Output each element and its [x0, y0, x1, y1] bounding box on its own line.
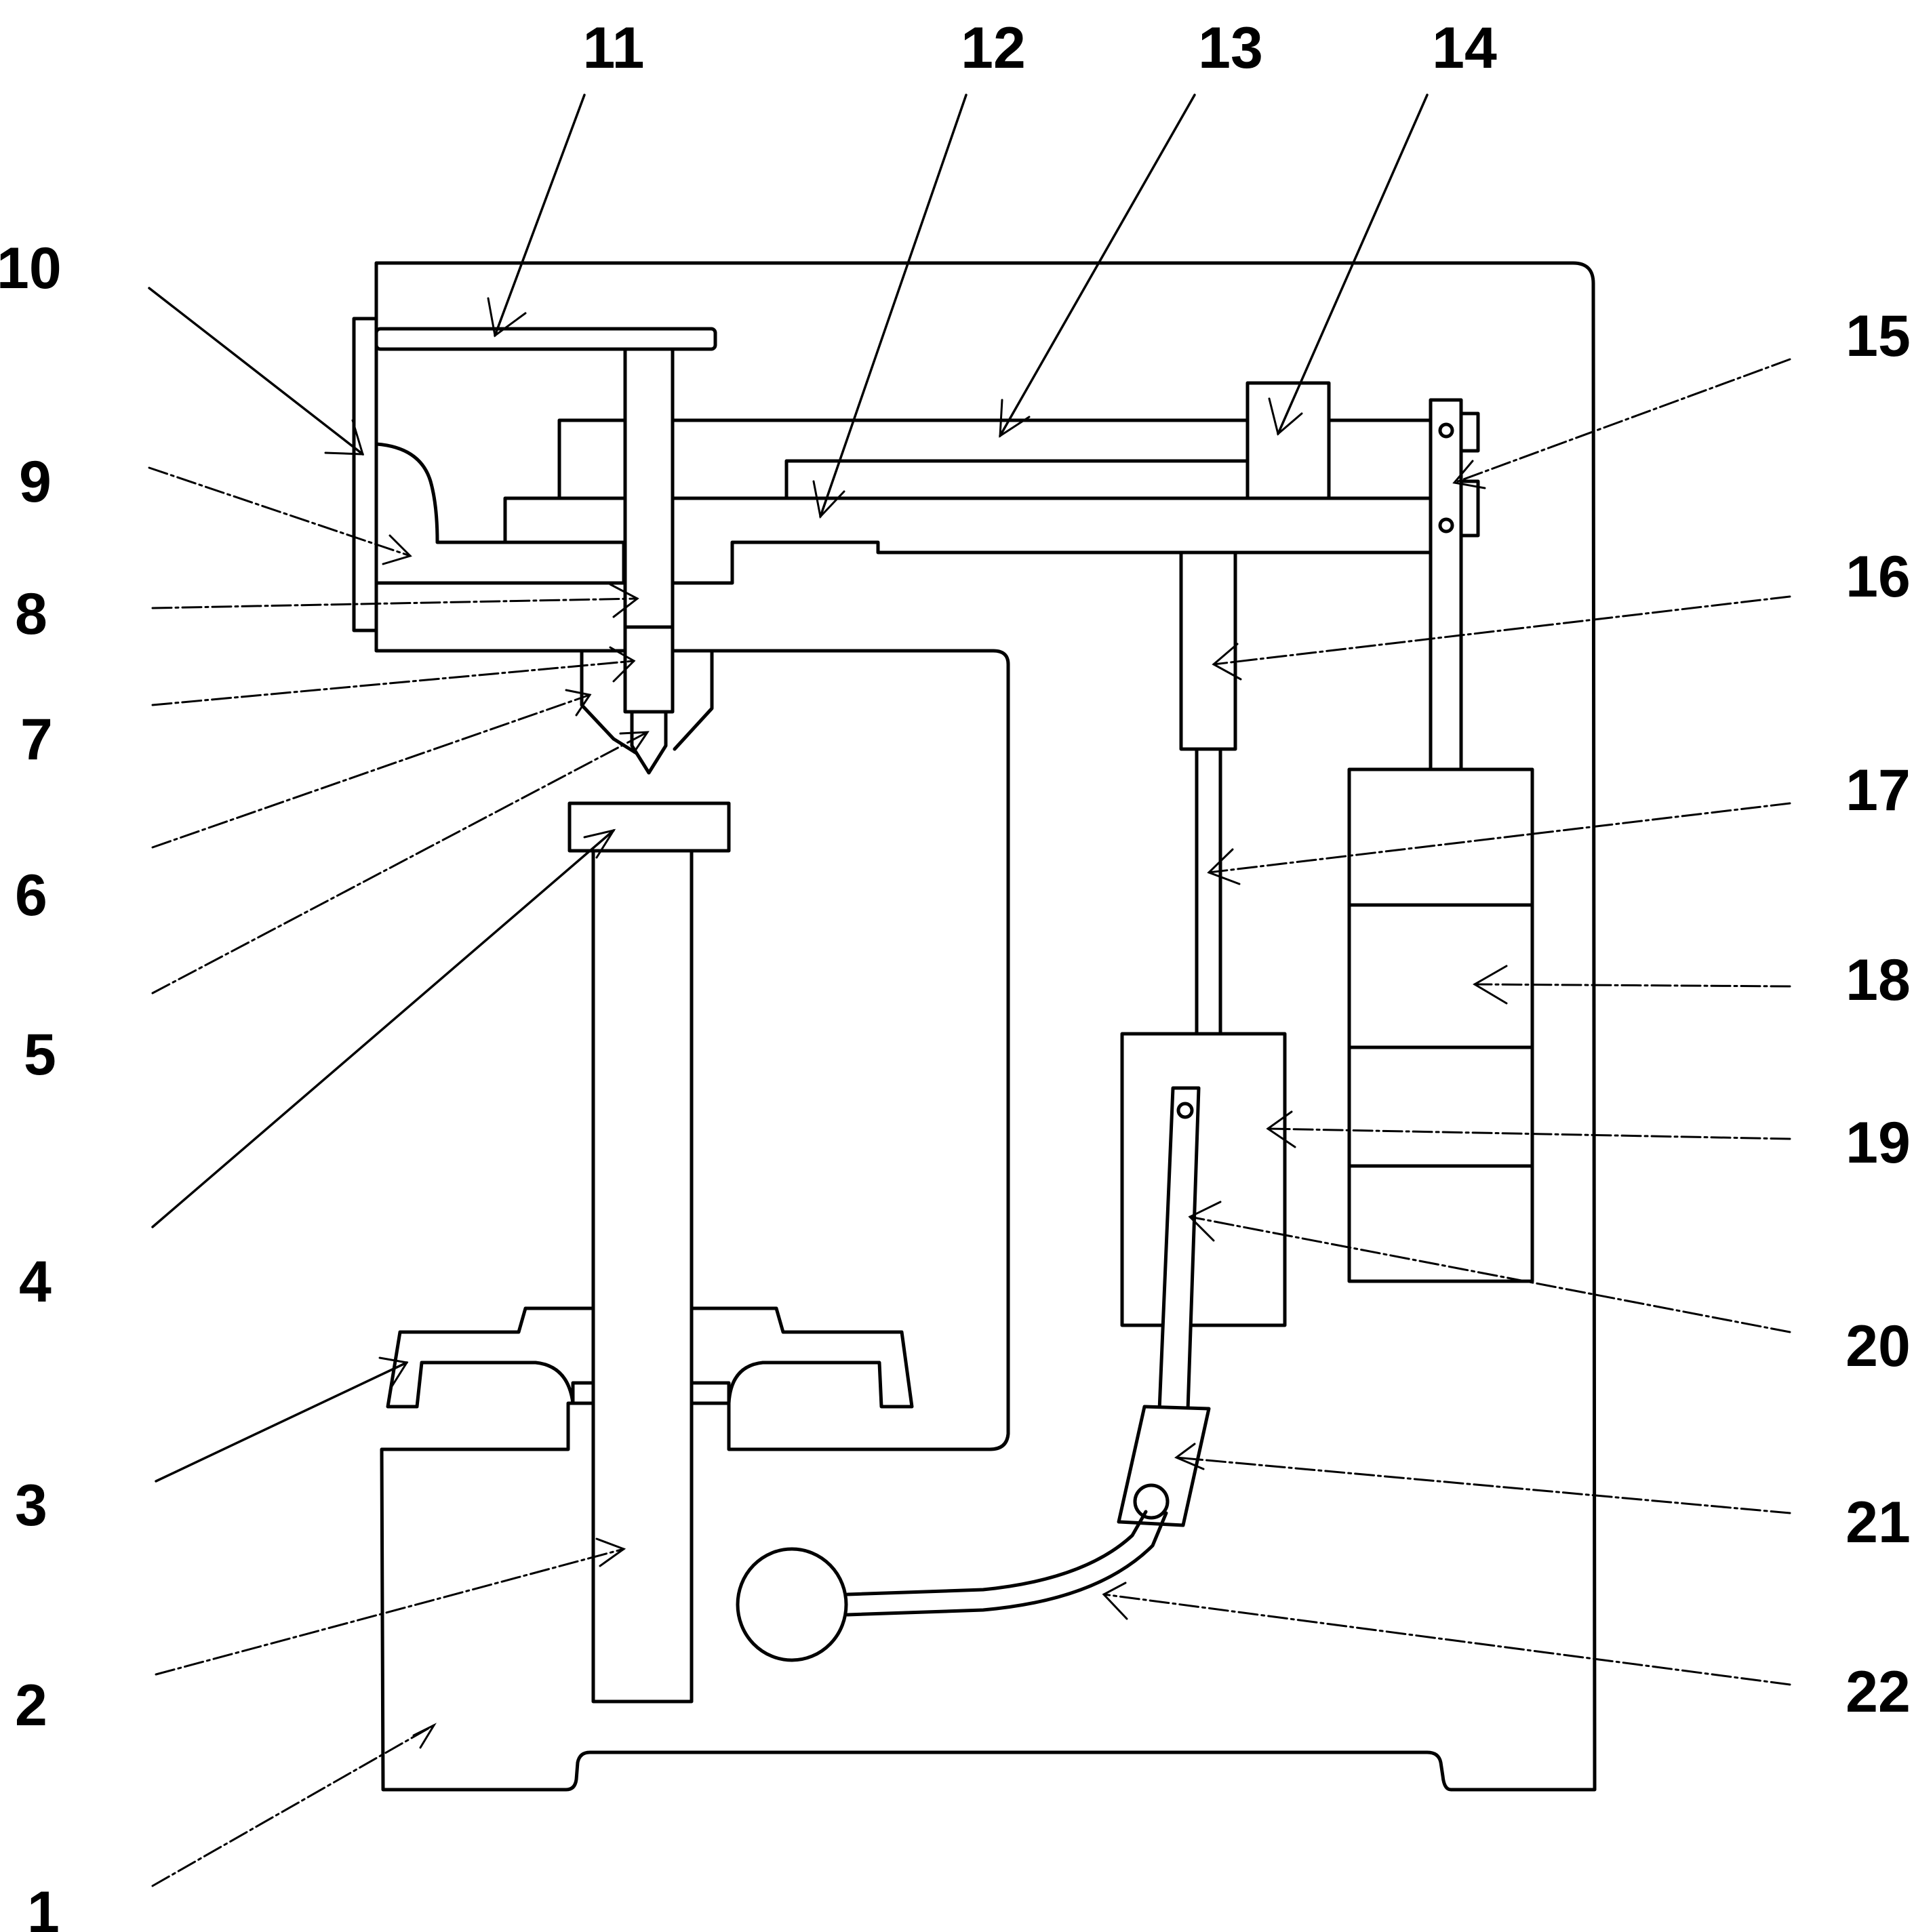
hanger-clip-lower: [1459, 479, 1480, 538]
upper-lever-rear-step: [784, 459, 1283, 504]
callout-19: 19: [1846, 1110, 1911, 1175]
callout-2: 2: [15, 1673, 47, 1738]
callout-6: 6: [15, 863, 47, 928]
arrowhead-15: [1452, 460, 1486, 489]
pedal-arm: [845, 1510, 1168, 1617]
leader-17: [1208, 802, 1791, 874]
callout-21: 21: [1846, 1490, 1911, 1555]
callout-5: 5: [24, 1022, 56, 1087]
callout-14: 14: [1432, 16, 1497, 81]
leader-11: [494, 94, 586, 337]
spindle-bracket: [374, 442, 507, 544]
leader-22: [1102, 1593, 1791, 1686]
leader-12: [819, 94, 968, 518]
specimen-anvil: [567, 801, 731, 853]
arrowhead-6: [565, 689, 592, 717]
callout-13: 13: [1198, 16, 1263, 81]
leader-16: [1212, 595, 1791, 666]
leader-18: [1473, 983, 1791, 988]
arrowhead-14: [1268, 397, 1303, 436]
leader-8: [151, 597, 639, 609]
callout-labels: 1 2 3 4 5 6 7 8 9 10 11 12 13 14 15 16 1…: [0, 16, 1911, 1932]
callout-15: 15: [1846, 304, 1911, 369]
leader-13: [999, 94, 1196, 437]
callout-9: 9: [19, 449, 52, 515]
arrowhead-16: [1212, 643, 1242, 681]
leader-lines: [148, 94, 1791, 1887]
arrowhead-1: [412, 1723, 437, 1749]
callout-18: 18: [1846, 948, 1911, 1013]
arrowhead-20: [1188, 1201, 1222, 1242]
weight-stack: [1347, 767, 1534, 1283]
arrowhead-12: [812, 480, 845, 519]
leader-15: [1453, 358, 1791, 484]
arrowhead-11: [487, 297, 527, 338]
leader-6: [151, 693, 591, 849]
arrowhead-2: [595, 1537, 626, 1567]
arrowhead-7: [609, 646, 636, 683]
callout-10: 10: [0, 236, 62, 301]
leader-2: [155, 1548, 625, 1676]
leader-4: [151, 829, 615, 1228]
indenter-tip: [630, 710, 668, 775]
leader-14: [1277, 94, 1429, 435]
hanger-pin-lower: [1438, 517, 1454, 534]
weight-hanger-link: [1429, 398, 1463, 778]
arrowhead-21: [1174, 1443, 1205, 1470]
leader-9: [148, 466, 412, 557]
crank-pivot: [1133, 1483, 1170, 1520]
leader-7: [151, 660, 635, 706]
hanger-pin-upper: [1438, 422, 1454, 439]
fulcrum-block: [1245, 381, 1331, 500]
arrowhead-22: [1102, 1582, 1128, 1620]
arrowhead-17: [1207, 848, 1241, 885]
callout-16: 16: [1846, 544, 1911, 609]
callout-3: 3: [15, 1473, 47, 1538]
arrowhead-4: [583, 828, 616, 859]
callout-7: 7: [20, 707, 53, 772]
leader-3: [155, 1361, 408, 1483]
callout-1: 1: [27, 1880, 60, 1932]
handwheel-right: [690, 1306, 914, 1409]
lifting-screw-column: [591, 849, 694, 1704]
handwheel-left: [386, 1306, 595, 1409]
arrowhead-19: [1266, 1110, 1296, 1148]
dashpot-cylinder: [1179, 550, 1237, 751]
arrowhead-13: [999, 399, 1031, 438]
arrowhead-18: [1473, 965, 1508, 1005]
nose-cone: [580, 649, 714, 758]
callout-20: 20: [1846, 1314, 1911, 1379]
leader-5: [151, 731, 649, 994]
piston-rod: [1195, 747, 1222, 1036]
leader-20: [1189, 1215, 1791, 1333]
leader-10: [148, 287, 364, 456]
top-lever: [374, 327, 717, 351]
slide-block: [1120, 1032, 1287, 1327]
main-spindle: [623, 347, 675, 629]
leader-19: [1267, 1127, 1791, 1140]
callout-17: 17: [1846, 758, 1911, 823]
callout-22: 22: [1846, 1659, 1911, 1725]
arrowhead-8: [609, 583, 639, 618]
callout-12: 12: [961, 16, 1026, 81]
callout-8: 8: [15, 582, 47, 647]
rod-pin: [1176, 1102, 1194, 1119]
hanger-clip-upper: [1459, 411, 1480, 453]
pedal-knob: [736, 1547, 848, 1662]
side-plate: [352, 317, 378, 632]
leader-1: [151, 1724, 435, 1887]
arrowhead-9: [382, 534, 412, 565]
leader-21: [1175, 1456, 1791, 1514]
callout-11: 11: [583, 16, 645, 81]
indenter-holder: [623, 625, 675, 714]
arrowhead-5: [619, 731, 650, 754]
arrowhead-3: [378, 1356, 409, 1388]
arrowhead-10: [324, 419, 365, 456]
callout-4: 4: [19, 1249, 52, 1314]
